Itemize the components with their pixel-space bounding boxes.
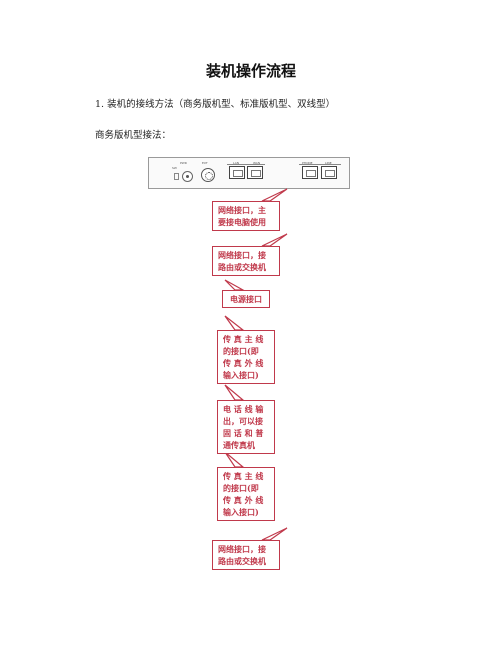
callout-wan-port-2: 网络接口，接 路由或交换机 <box>212 540 280 570</box>
panel-label-pwr: PWR <box>180 161 187 165</box>
section-heading: 1. 装机的接线方法（商务版机型、标准版机型、双线型） <box>95 99 336 110</box>
lan-wan-bracket <box>227 164 265 166</box>
callout-phone-out: 电 话 线 输 出，可以接 固 话 和 普 通传真机 <box>217 400 275 454</box>
panel-label-line: LINE <box>325 161 332 165</box>
callout-text: 传 真 主 线 的接口(即 传 真 外 线 输入接口) <box>223 471 264 517</box>
callout-power-port: 电源接口 <box>222 290 270 308</box>
callout-text: 网络接口，主 要接电脑使用 <box>218 205 266 227</box>
lan-port <box>229 166 245 179</box>
panel-label-ext: EXT <box>202 161 208 165</box>
callout-fax-line-2: 传 真 主 线 的接口(即 传 真 外 线 输入接口) <box>217 467 275 521</box>
callout-text: 网络接口，接 路由或交换机 <box>218 544 266 566</box>
callout-text: 电 话 线 输 出，可以接 固 话 和 普 通传真机 <box>223 404 264 450</box>
callout-text: 电源接口 <box>230 294 262 304</box>
callout-lan-port: 网络接口，主 要接电脑使用 <box>212 201 280 231</box>
panel-label-phone: PHONE <box>302 161 313 165</box>
callout-text: 传 真 主 线 的接口(即 传 真 外 线 输入接口) <box>223 334 264 380</box>
line-port <box>321 166 337 179</box>
device-rear-panel: PWR SW EXT LAN WAN PHONE LINE <box>148 157 350 189</box>
page-title: 装机操作流程 <box>205 62 296 80</box>
phone-port <box>302 166 318 179</box>
panel-label-lan: LAN <box>233 161 240 165</box>
subheading: 商务版机型接法： <box>95 130 172 141</box>
callout-wan-port: 网络接口，接 路由或交换机 <box>212 246 280 276</box>
panel-label-sw: SW <box>172 166 177 170</box>
power-switch <box>174 173 179 180</box>
ext-port <box>201 168 215 182</box>
wan-port <box>247 166 263 179</box>
callout-fax-line-1: 传 真 主 线 的接口(即 传 真 外 线 输入接口) <box>217 330 275 384</box>
phone-line-bracket <box>299 164 341 166</box>
callout-text: 网络接口，接 路由或交换机 <box>218 250 266 272</box>
panel-label-wan: WAN <box>253 161 261 165</box>
power-jack <box>182 171 193 182</box>
